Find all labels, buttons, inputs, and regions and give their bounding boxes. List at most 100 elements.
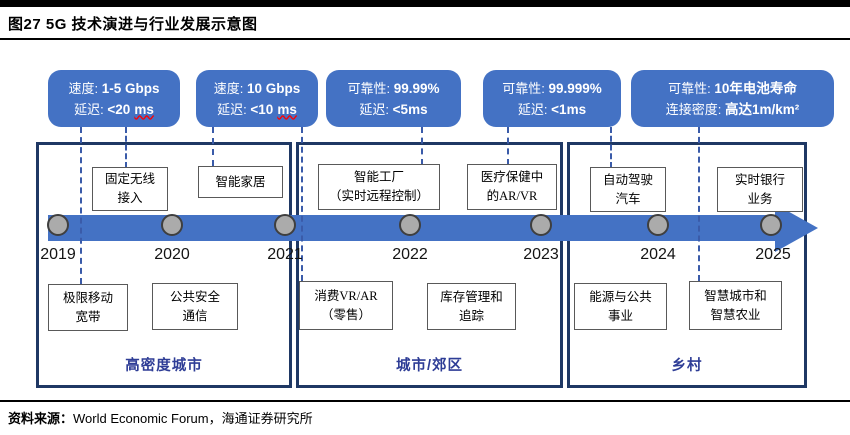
spec-label: 延迟: — [359, 101, 390, 117]
app-box-realtime-banking: 实时银行 业务 — [717, 167, 803, 212]
spec-label: 速度: — [68, 80, 99, 96]
timeline-node-2022 — [399, 214, 421, 236]
app-box-line: 接入 — [117, 191, 143, 205]
app-box-energy-utilities: 能源与公共 事业 — [574, 283, 667, 330]
source-value: World Economic Forum，海通证券研究所 — [73, 411, 313, 426]
app-box-line: （实时远程控制） — [328, 189, 429, 203]
spec-value: 99.999% — [548, 80, 602, 96]
app-box-line: 自动驾驶 — [602, 172, 653, 187]
app-box-autonomous-car: 自动驾驶 汽车 — [590, 167, 666, 212]
app-box-line: 通信 — [182, 308, 208, 323]
app-box-extreme-broadband: 极限移动 宽带 — [48, 284, 128, 331]
year-label-2023: 2023 — [523, 246, 559, 263]
year-label-2024: 2024 — [640, 246, 676, 263]
app-box-line: 固定无线 — [104, 172, 155, 186]
header-rule-bar — [0, 0, 850, 7]
callout-row: 速度: 1-5 Gbps — [48, 78, 180, 99]
app-box-smart-city-agriculture: 智慧城市和 智慧农业 — [689, 281, 782, 330]
app-box-public-safety: 公共安全 通信 — [152, 283, 238, 330]
callout-reliability-9999: 可靠性: 99.99% 延迟: <5ms — [326, 70, 461, 127]
spec-value: 10年电池寿命 — [714, 80, 797, 96]
app-box-line: （零售） — [320, 307, 371, 322]
year-label-2019: 2019 — [40, 246, 76, 263]
callout-battery-density: 可靠性: 10年电池寿命 连接密度: 高达1m/km² — [631, 70, 834, 127]
spec-value: <10 — [250, 101, 274, 117]
timeline-arrowhead — [775, 204, 818, 252]
section-label-rural: 乡村 — [671, 358, 703, 374]
spec-label: 延迟: — [74, 101, 104, 117]
callout-row: 连接密度: 高达1m/km² — [631, 99, 834, 120]
spec-label: 延迟: — [517, 101, 548, 117]
spec-unit: ms — [134, 101, 154, 117]
app-box-line: 智慧城市和 — [704, 288, 767, 303]
callout-row: 可靠性: 99.99% — [326, 78, 461, 99]
app-box-line: 事业 — [607, 308, 633, 323]
timeline-node-2021 — [274, 214, 296, 236]
spec-label: 延迟: — [217, 101, 247, 117]
connector-dashed-line — [698, 127, 700, 281]
app-box-smart-factory: 智能工厂 （实时远程控制） — [318, 164, 440, 210]
callout-row: 速度: 10 Gbps — [196, 78, 318, 99]
app-box-line: 宽带 — [75, 309, 101, 324]
timeline-node-2023 — [530, 214, 552, 236]
app-box-line: 追踪 — [458, 308, 484, 323]
source-label: 资料来源： — [8, 411, 74, 426]
connector-dashed-line — [80, 127, 82, 284]
app-box-line: 公共安全 — [169, 289, 220, 304]
spec-value: 1-5 Gbps — [101, 80, 160, 96]
spec-value: 10 Gbps — [246, 80, 301, 96]
footer-divider — [0, 400, 850, 402]
app-box-inventory-tracking: 库存管理和 追踪 — [427, 283, 516, 330]
callout-row: 延迟: <1ms — [483, 99, 621, 120]
spec-label: 连接密度: — [665, 101, 722, 117]
app-box-line: 实时银行 — [734, 172, 785, 187]
spec-label: 可靠性: — [502, 80, 545, 96]
app-box-line: 医疗保健中 — [480, 170, 544, 184]
app-box-line: 智能工厂 — [353, 170, 404, 184]
app-box-line: 智能家居 — [215, 174, 266, 189]
year-label-2025: 2025 — [755, 246, 791, 263]
app-box-line: 智慧农业 — [710, 307, 761, 322]
callout-reliability-99999: 可靠性: 99.999% 延迟: <1ms — [483, 70, 621, 127]
spec-value: 99.99% — [393, 80, 440, 96]
year-label-2021: 2021 — [267, 246, 303, 263]
spec-value: <5ms — [392, 101, 428, 117]
spec-label: 可靠性: — [668, 80, 711, 96]
app-box-healthcare-arvr: 医疗保健中 的AR/VR — [467, 164, 557, 210]
connector-dashed-line — [507, 127, 509, 165]
app-box-line: 消费VR/AR — [314, 288, 378, 303]
timeline-node-2019 — [47, 214, 69, 236]
source-note: 资料来源：World Economic Forum，海通证券研究所 — [8, 408, 313, 427]
callout-row: 可靠性: 99.999% — [483, 78, 621, 99]
spec-value: <20 — [107, 101, 131, 117]
title-divider — [0, 38, 850, 40]
spec-unit: ms — [277, 101, 297, 117]
callout-row: 延迟: <5ms — [326, 99, 461, 120]
app-box-fixed-wireless: 固定无线 接入 — [92, 167, 168, 211]
spec-value: 高达1m/km² — [724, 101, 800, 117]
spec-value: <1ms — [551, 101, 587, 117]
app-box-line: 汽车 — [615, 191, 641, 206]
timeline-node-2025 — [760, 214, 782, 236]
connector-dashed-line — [301, 127, 303, 281]
app-box-line: 库存管理和 — [440, 289, 503, 304]
app-box-consumer-vrar: 消费VR/AR （零售） — [299, 281, 393, 330]
connector-dashed-line — [421, 127, 423, 165]
app-box-smart-home: 智能家居 — [198, 166, 283, 198]
connector-dashed-line — [125, 127, 127, 168]
spec-label: 速度: — [213, 80, 244, 96]
figure-title: 图27 5G 技术演进与行业发展示意图 — [8, 16, 258, 33]
connector-dashed-line — [610, 127, 612, 168]
app-box-line: 能源与公共 — [589, 289, 652, 304]
callout-row: 可靠性: 10年电池寿命 — [631, 78, 834, 99]
app-box-line: 的AR/VR — [486, 189, 538, 203]
timeline-node-2024 — [647, 214, 669, 236]
section-label-dense-urban: 高密度城市 — [125, 358, 203, 374]
connector-dashed-line — [212, 127, 214, 166]
spec-label: 可靠性: — [347, 80, 391, 96]
app-box-line: 极限移动 — [62, 290, 113, 305]
